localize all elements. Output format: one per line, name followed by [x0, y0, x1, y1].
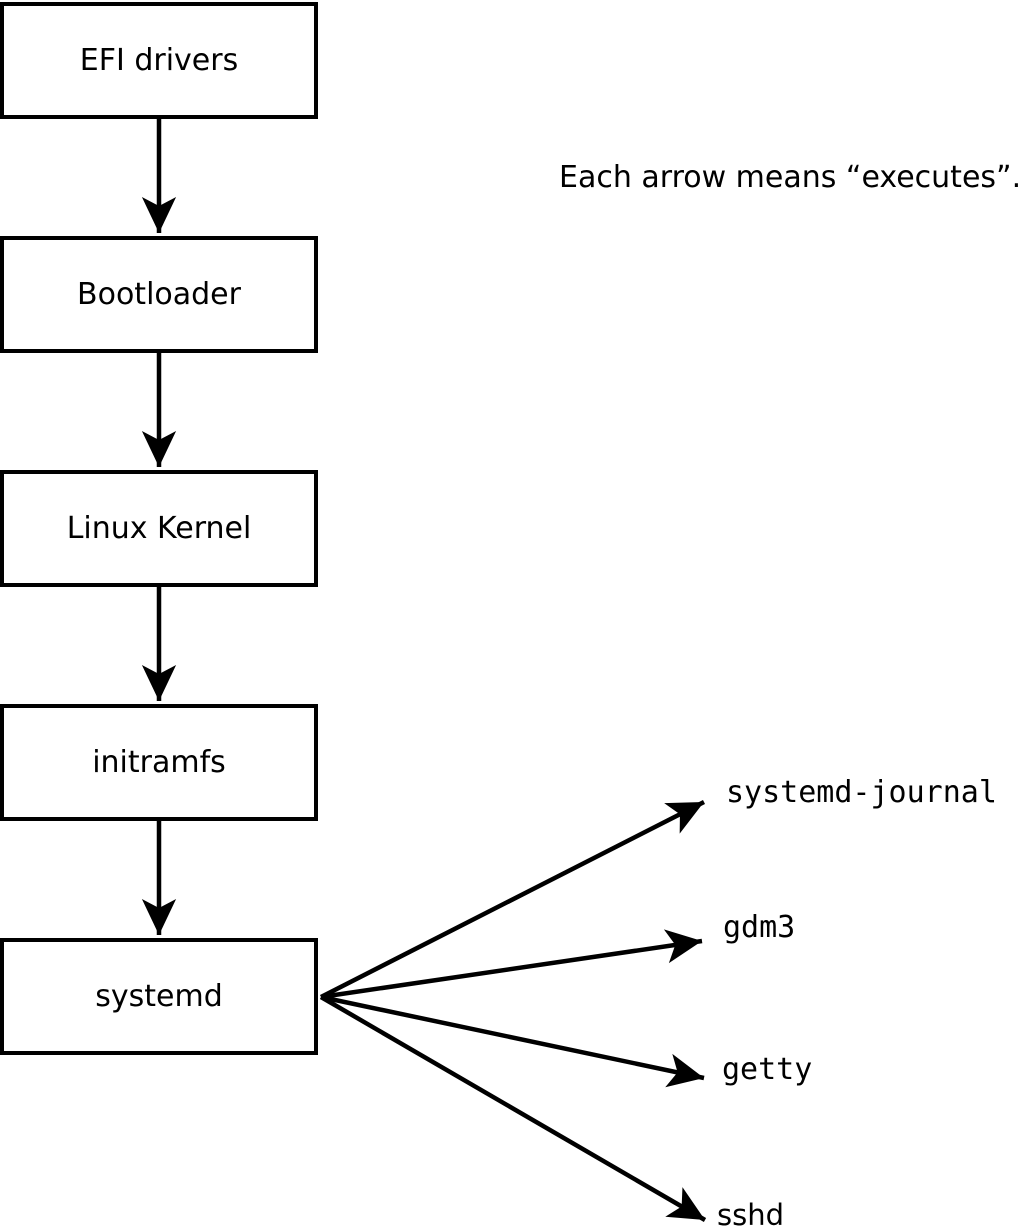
label-systemd-journal: systemd-journal [726, 775, 997, 810]
box-bootloader-label: Bootloader [77, 276, 241, 312]
box-initramfs-label: initramfs [92, 744, 226, 780]
arrow-systemd-to-sshd [319, 995, 707, 1222]
box-linux-kernel: Linux Kernel [0, 470, 318, 587]
arrow-systemd-to-getty [320, 994, 705, 1088]
label-gdm3: gdm3 [723, 910, 796, 945]
arrow-systemd-to-journal [319, 799, 706, 1000]
box-systemd-label: systemd [95, 978, 223, 1014]
label-getty: getty [722, 1052, 813, 1087]
arrow-meaning-note: Each arrow means “executes”. [559, 160, 1022, 195]
box-initramfs: initramfs [0, 704, 318, 821]
label-sshd: sshd [717, 1198, 785, 1230]
box-linux-kernel-label: Linux Kernel [66, 510, 252, 546]
box-bootloader: Bootloader [0, 236, 318, 353]
box-efi-drivers: EFI drivers [0, 2, 318, 119]
box-efi-drivers-label: EFI drivers [79, 42, 239, 78]
arrow-systemd-to-gdm3 [320, 929, 703, 1000]
box-systemd: systemd [0, 938, 318, 1055]
